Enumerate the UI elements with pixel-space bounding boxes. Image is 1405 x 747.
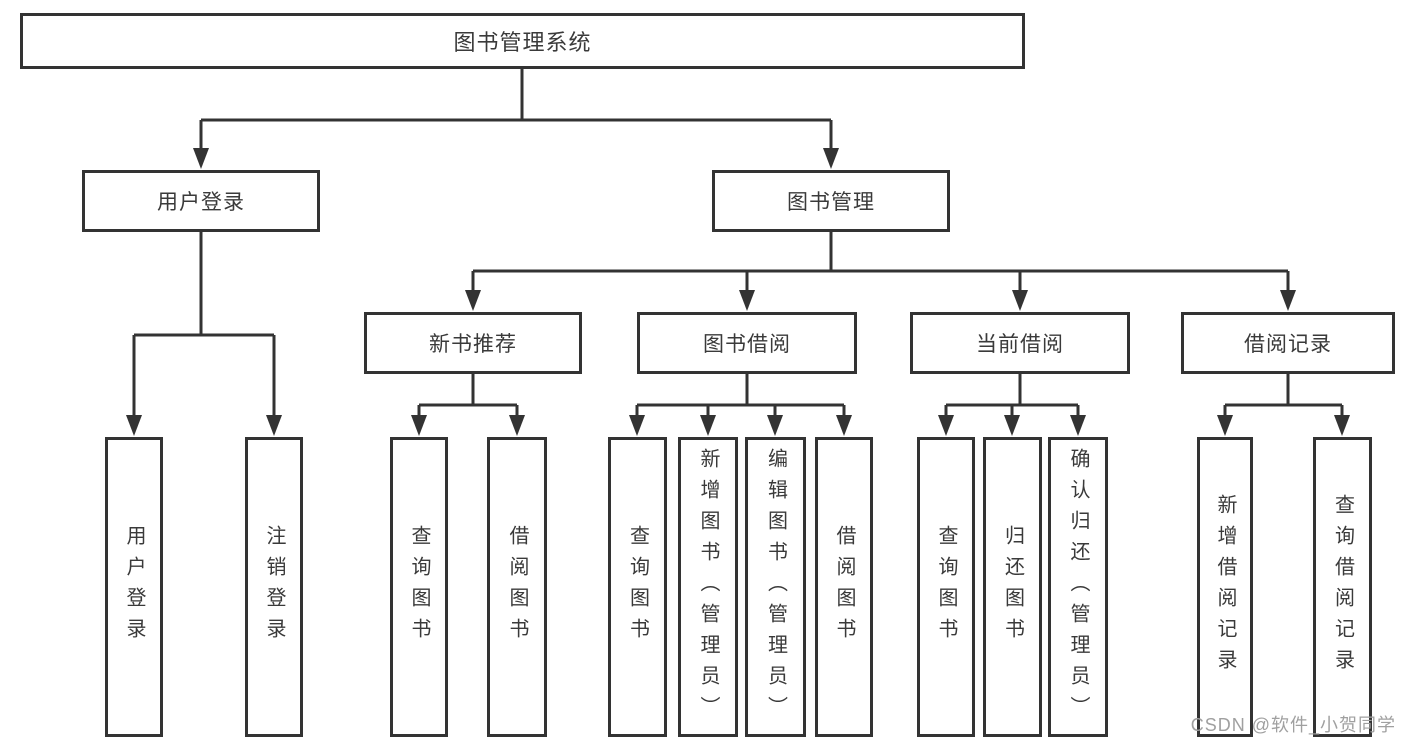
leaf-user-login: 用户登录 xyxy=(105,437,163,737)
arrowhead xyxy=(1012,290,1028,311)
leaf-label: 用户登录 xyxy=(123,525,145,649)
leaf-label: 借阅图书 xyxy=(506,525,528,649)
node-new-book-recommend: 新书推荐 xyxy=(364,312,582,374)
arrowhead xyxy=(836,415,852,436)
arrowhead xyxy=(1217,415,1233,436)
leaf-add-book-admin: 新增图书（管理员） xyxy=(678,437,738,737)
leaf-label: 确认归还（管理员） xyxy=(1067,447,1089,727)
arrowhead xyxy=(700,415,716,436)
arrowhead xyxy=(411,415,427,436)
leaf-label: 查询图书 xyxy=(626,525,649,649)
node-label: 借阅记录 xyxy=(1244,333,1332,356)
leaf-label: 注销登录 xyxy=(263,525,285,649)
leaf-logout: 注销登录 xyxy=(245,437,303,737)
arrowhead xyxy=(1070,415,1086,436)
leaf-add-borrow-record: 新增借阅记录 xyxy=(1197,437,1253,737)
arrowhead xyxy=(193,148,209,169)
node-book-borrow: 图书借阅 xyxy=(637,312,857,374)
leaf-label: 查询图书 xyxy=(935,525,957,649)
node-label: 当前借阅 xyxy=(976,333,1064,356)
arrowheads xyxy=(126,148,1350,436)
leaf-label: 归还图书 xyxy=(1001,525,1024,649)
node-book-management: 图书管理 xyxy=(712,170,950,232)
arrowhead xyxy=(465,290,481,311)
node-label: 用户登录 xyxy=(157,191,245,214)
node-label: 图书借阅 xyxy=(703,333,791,356)
arrowhead xyxy=(1004,415,1020,436)
node-system-root: 图书管理系统 xyxy=(20,13,1025,69)
leaf-label: 新增图书（管理员） xyxy=(697,447,719,727)
leaf-label: 借阅图书 xyxy=(833,525,855,649)
arrowhead xyxy=(266,415,282,436)
arrowhead xyxy=(126,415,142,436)
leaf-query-book-2: 查询图书 xyxy=(608,437,667,737)
node-label: 图书管理 xyxy=(787,191,875,214)
arrowhead xyxy=(509,415,525,436)
node-current-borrow: 当前借阅 xyxy=(910,312,1130,374)
leaf-return-book: 归还图书 xyxy=(983,437,1042,737)
node-borrow-record: 借阅记录 xyxy=(1181,312,1395,374)
node-label: 新书推荐 xyxy=(429,333,517,356)
arrowhead xyxy=(823,148,839,169)
leaf-query-book-1: 查询图书 xyxy=(390,437,448,737)
arrowhead xyxy=(1334,415,1350,436)
node-user-login: 用户登录 xyxy=(82,170,320,232)
leaf-edit-book-admin: 编辑图书（管理员） xyxy=(745,437,806,737)
leaf-query-borrow-record: 查询借阅记录 xyxy=(1313,437,1372,737)
node-label: 图书管理系统 xyxy=(453,30,592,55)
leaf-label: 编辑图书（管理员） xyxy=(764,447,787,727)
leaf-query-book-3: 查询图书 xyxy=(917,437,975,737)
csdn-watermark: CSDN @软件_小贺同学 xyxy=(1190,715,1396,735)
leaf-borrow-book-1: 借阅图书 xyxy=(487,437,547,737)
arrowhead xyxy=(767,415,783,436)
leaf-label: 新增借阅记录 xyxy=(1214,494,1236,680)
arrowhead xyxy=(1280,290,1296,311)
arrowhead xyxy=(739,290,755,311)
arrowhead xyxy=(629,415,645,436)
leaf-label: 查询图书 xyxy=(408,525,430,649)
leaf-label: 查询借阅记录 xyxy=(1331,494,1354,680)
arrowhead xyxy=(938,415,954,436)
leaf-confirm-return-admin: 确认归还（管理员） xyxy=(1048,437,1108,737)
leaf-borrow-book-2: 借阅图书 xyxy=(815,437,873,737)
